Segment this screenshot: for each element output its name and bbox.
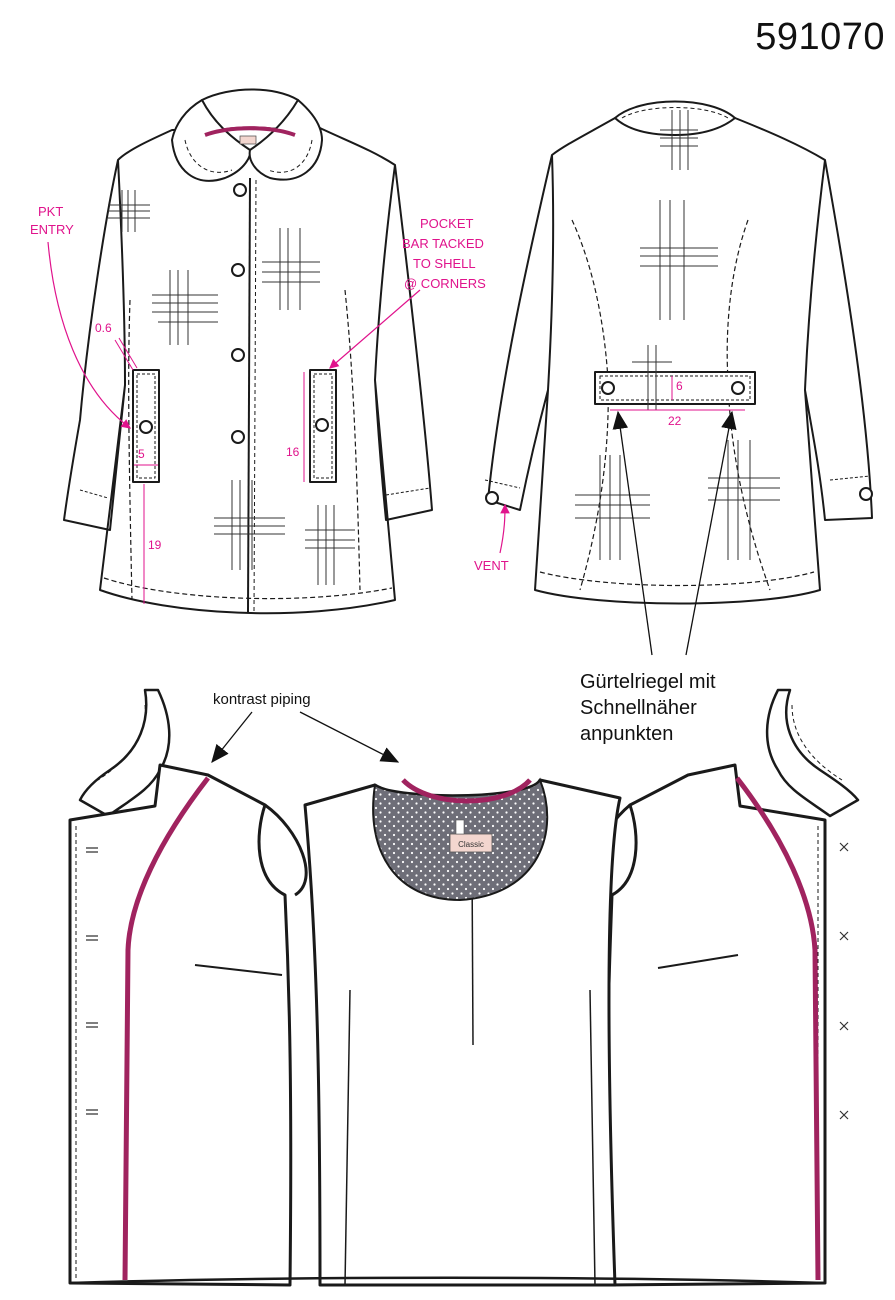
callout-pkt-entry-2: ENTRY <box>30 222 74 237</box>
piping-right <box>735 776 821 1281</box>
callout-pocket-bar-3: TO SHELL <box>413 256 476 271</box>
belt-tab <box>594 371 756 405</box>
front-view <box>63 88 433 615</box>
note-belt-tab-2: Schnellnäher <box>580 697 697 719</box>
plaid-print-back <box>575 110 780 560</box>
dim-belt-tab-height: 6 <box>676 379 683 393</box>
button-marks <box>839 842 849 1120</box>
interior-right-front <box>604 763 827 1287</box>
dim-pocket-length: 16 <box>286 445 300 459</box>
button-4 <box>231 430 245 444</box>
callout-pocket-bar-4: @ CORNERS <box>404 276 486 291</box>
button-1 <box>233 183 247 197</box>
note-contrast-piping: kontrast piping <box>213 691 311 708</box>
back-annotations: 6 22 VENT <box>474 376 745 656</box>
note-belt-tab-1: Gürtelriegel mit <box>580 671 716 693</box>
label-tag-text: Classic <box>458 840 484 849</box>
dim-pocket-offset: 0.6 <box>95 321 112 335</box>
back-view <box>484 100 873 605</box>
button-3 <box>231 348 245 362</box>
front-collar-left <box>171 99 252 182</box>
plaid-print-front <box>108 190 355 585</box>
button-2 <box>231 263 245 277</box>
back-body-outline <box>487 117 873 605</box>
front-placket <box>247 177 251 613</box>
style-number: 591070 <box>755 16 885 58</box>
dim-pocket-width: 5 <box>138 447 145 461</box>
callout-pocket-bar-2: BAR TACKED <box>402 236 484 251</box>
dim-belt-tab-width: 22 <box>668 414 682 428</box>
buttonholes <box>86 847 98 1115</box>
dim-pocket-from-hem: 19 <box>148 538 162 552</box>
callout-pocket-bar-1: POCKET <box>420 216 474 231</box>
callout-pkt-entry-1: PKT <box>38 204 63 219</box>
interior-view <box>68 688 860 1287</box>
piping-left <box>122 776 210 1281</box>
front-body-outline <box>63 127 433 615</box>
interior-left-front <box>68 763 293 1287</box>
callout-vent: VENT <box>474 558 509 573</box>
note-belt-tab-3: anpunkten <box>580 723 673 745</box>
label-tag <box>449 833 493 853</box>
front-annotations: PKT ENTRY POCKET BAR TACKED TO SHELL @ C… <box>30 204 486 604</box>
